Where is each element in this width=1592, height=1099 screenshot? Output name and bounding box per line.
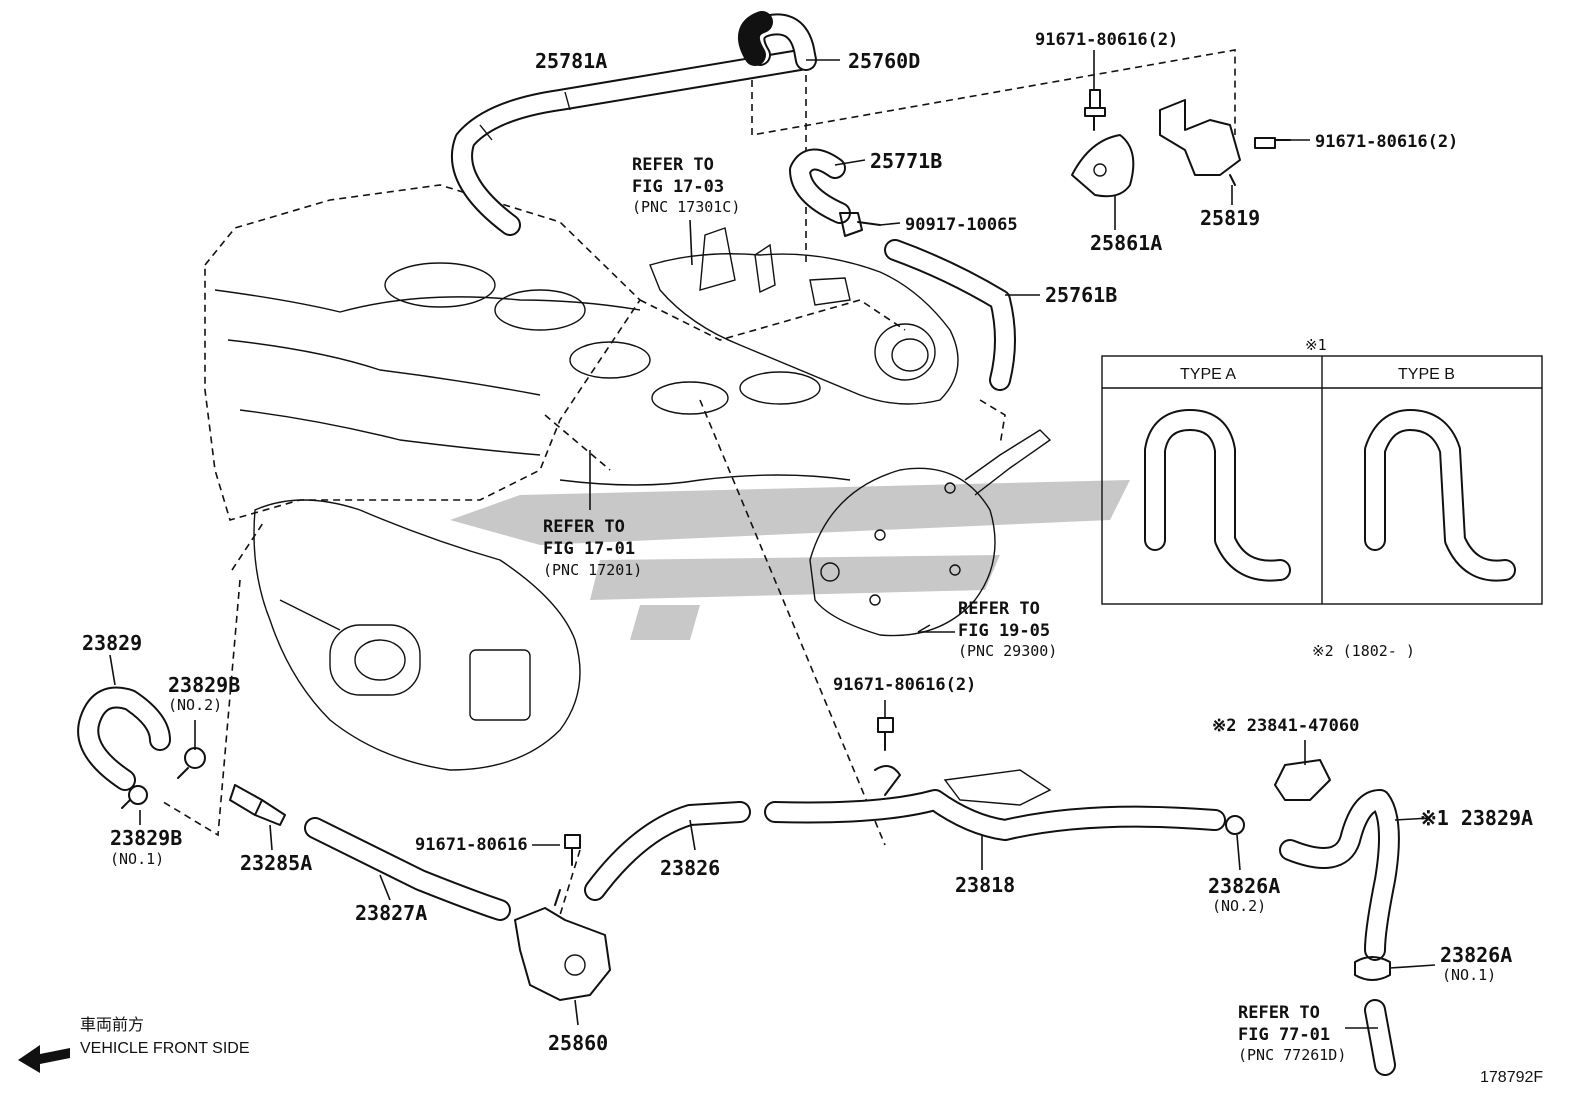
ref-19-05-line1: REFER TO [958, 599, 1040, 619]
lower-housing [253, 499, 581, 771]
clamp-23829B-no2 [177, 747, 206, 779]
front-side-jp: 車両前方 [80, 1016, 144, 1034]
hose-23829 [77, 686, 171, 791]
label-25760D: 25760D [848, 49, 920, 73]
label-23826A-no2-sub: (NO.2) [1212, 897, 1266, 915]
label-23829: 23829 [82, 631, 142, 655]
label-25861A: 25861A [1090, 231, 1162, 255]
ref-77-01-line2: FIG 77-01 [1238, 1025, 1330, 1045]
label-25771B: 25771B [870, 149, 942, 173]
label-23829B-no1: 23829B [110, 826, 182, 850]
bolt-91671-mid [564, 834, 581, 866]
ref-77-01-line3: (PNC 77261D) [1238, 1046, 1346, 1064]
front-side-indicator: 車両前方 VEHICLE FRONT SIDE [18, 1016, 250, 1073]
label-23826A-no2: 23826A [1208, 874, 1280, 898]
label-25781A: 25781A [535, 49, 607, 73]
legend-type-a: TYPE A [1180, 366, 1236, 383]
clip-23841 [1274, 759, 1331, 801]
bolt-91671-low [874, 717, 901, 796]
hose-23829A [1279, 789, 1400, 961]
vsv-25819 [1159, 99, 1241, 186]
check-valve-90917 [839, 212, 881, 237]
label-23829B-no2-sub: (NO.2) [168, 696, 222, 714]
label-25819: 25819 [1200, 206, 1260, 230]
vacuum-pump [809, 429, 1052, 637]
ref-19-05-line3: (PNC 29300) [958, 642, 1057, 660]
watermark-logo [450, 480, 1130, 640]
label-25860: 25860 [548, 1031, 608, 1055]
hose-25760D [737, 11, 817, 71]
engine-block [204, 184, 906, 521]
label-23829B-no2: 23829B [168, 673, 240, 697]
vsv-25860 [514, 889, 611, 1001]
ref-17-01-line2: FIG 17-01 [543, 539, 635, 559]
bolt-91671-top [1084, 89, 1106, 131]
clamp-23826A-no2 [1225, 815, 1245, 835]
dashed-leaders [159, 49, 1236, 916]
label-23285A: 23285A [240, 851, 312, 875]
bolt-91671-right [1254, 137, 1291, 149]
label-23826: 23826 [660, 856, 720, 880]
pipe-23818 [764, 769, 1226, 841]
bracket-25861A [1071, 134, 1135, 198]
legend-box [1101, 355, 1543, 605]
label-91671-mid: 91671-80616 [415, 835, 528, 855]
diagram-id: 178792F [1480, 1069, 1543, 1086]
hose-25771B [789, 148, 851, 224]
ref-19-05-line2: FIG 19-05 [958, 621, 1050, 641]
legend-type-b: TYPE B [1398, 366, 1455, 383]
label-23829B-no1-sub: (NO.1) [110, 850, 164, 868]
ref-77-01-line1: REFER TO [1238, 1003, 1320, 1023]
hose-23826 [584, 801, 751, 901]
hose-25761B [884, 239, 1016, 391]
ref-17-03-line1: REFER TO [632, 155, 714, 175]
label-leaders [109, 50, 1436, 1029]
ref-17-03-line2: FIG 17-03 [632, 177, 724, 197]
clamp-23826A-no1 [1354, 956, 1391, 981]
pipe-77-01 [1364, 999, 1396, 1076]
ref-17-03-line3: (PNC 17301C) [632, 198, 740, 216]
legend-note-2: ※2 (1802- ) [1312, 642, 1415, 660]
label-91671-low: 91671-80616(2) [833, 675, 976, 695]
label-23841-47060: ※2 23841-47060 [1212, 716, 1359, 736]
ref-17-01-line3: (PNC 17201) [543, 561, 642, 579]
hose-23827A [304, 817, 511, 921]
label-23826A-no1: 23826A [1440, 943, 1512, 967]
label-91671-top: 91671-80616(2) [1035, 30, 1178, 50]
label-90917-10065: 90917-10065 [905, 215, 1018, 235]
intake-manifold [649, 227, 959, 405]
hose-25781A [451, 49, 811, 236]
ref-17-01-line1: REFER TO [543, 517, 625, 537]
label-25761B: 25761B [1045, 283, 1117, 307]
front-side-en: VEHICLE FRONT SIDE [80, 1040, 250, 1057]
front-arrow-icon [18, 1045, 70, 1073]
label-23826A-no1-sub: (NO.1) [1442, 966, 1496, 984]
clamp-23829B-no1 [121, 785, 148, 809]
sensor-23285A [229, 784, 286, 826]
legend-title: ※1 [1305, 336, 1327, 354]
label-23829A: ※1 23829A [1420, 806, 1533, 830]
label-23818: 23818 [955, 873, 1015, 897]
label-23827A: 23827A [355, 901, 427, 925]
label-91671-right: 91671-80616(2) [1315, 132, 1458, 152]
